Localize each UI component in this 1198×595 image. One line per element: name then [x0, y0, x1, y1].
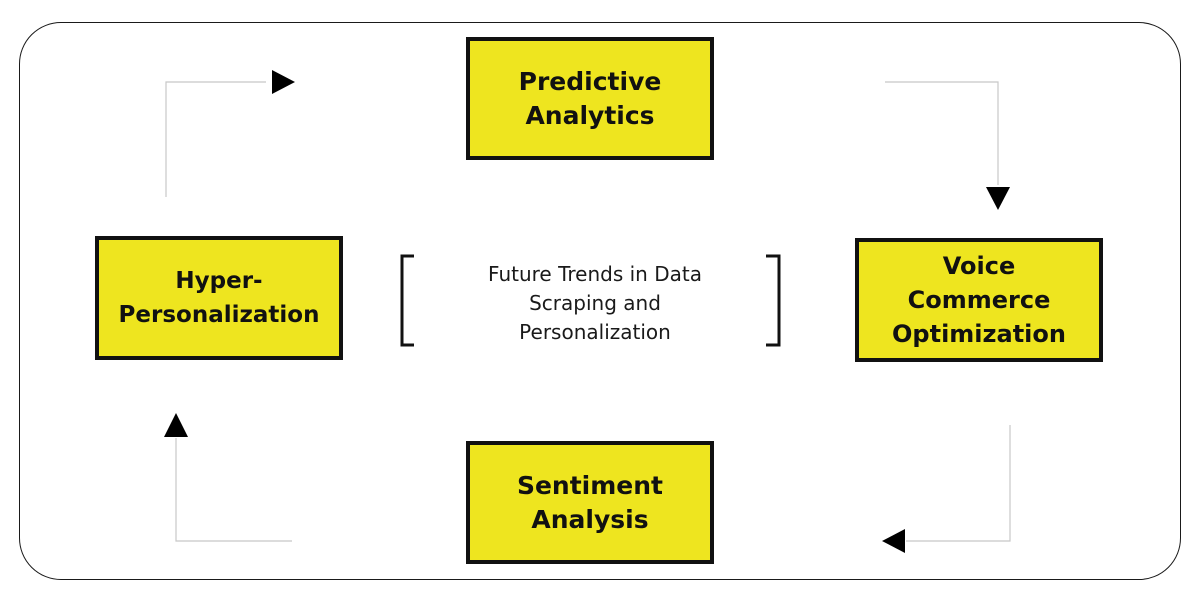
node-label-line: Hyper-	[175, 268, 263, 294]
arrow-right-icon	[272, 70, 295, 94]
node-predictive-analytics: Predictive Analytics	[466, 37, 714, 160]
connector-voice-to-sentiment	[906, 425, 1011, 542]
bracket-left	[400, 254, 414, 347]
node-sentiment-analysis: Sentiment Analysis	[466, 441, 714, 564]
node-label-line: Commerce	[907, 286, 1051, 314]
arrow-left-icon	[882, 529, 905, 553]
node-label-line: Analysis	[531, 504, 649, 534]
node-voice-commerce-optimization: Voice Commerce Optimization	[855, 238, 1103, 362]
diagram-title-line: Future Trends in Data	[488, 262, 702, 286]
arrow-up-icon	[164, 413, 188, 437]
connector-hyper-to-predictive	[165, 81, 266, 197]
diagram-title-line: Scraping and	[529, 291, 661, 315]
node-label-line: Sentiment	[516, 470, 664, 500]
node-label-line: Analytics	[525, 100, 655, 130]
connector-sentiment-to-hyper	[175, 438, 292, 542]
connector-predictive-to-voice	[885, 81, 999, 185]
diagram-title: Future Trends in Data Scraping and Perso…	[420, 260, 770, 347]
bracket-right	[766, 254, 781, 347]
diagram-title-line: Personalization	[519, 320, 671, 344]
node-label-line: Predictive	[518, 66, 662, 96]
arrow-down-icon	[986, 187, 1010, 210]
node-label-line: Personalization	[118, 302, 320, 328]
node-hyper-personalization: Hyper- Personalization	[95, 236, 343, 360]
node-label-line: Optimization	[892, 320, 1066, 348]
node-label-line: Voice	[942, 252, 1016, 280]
